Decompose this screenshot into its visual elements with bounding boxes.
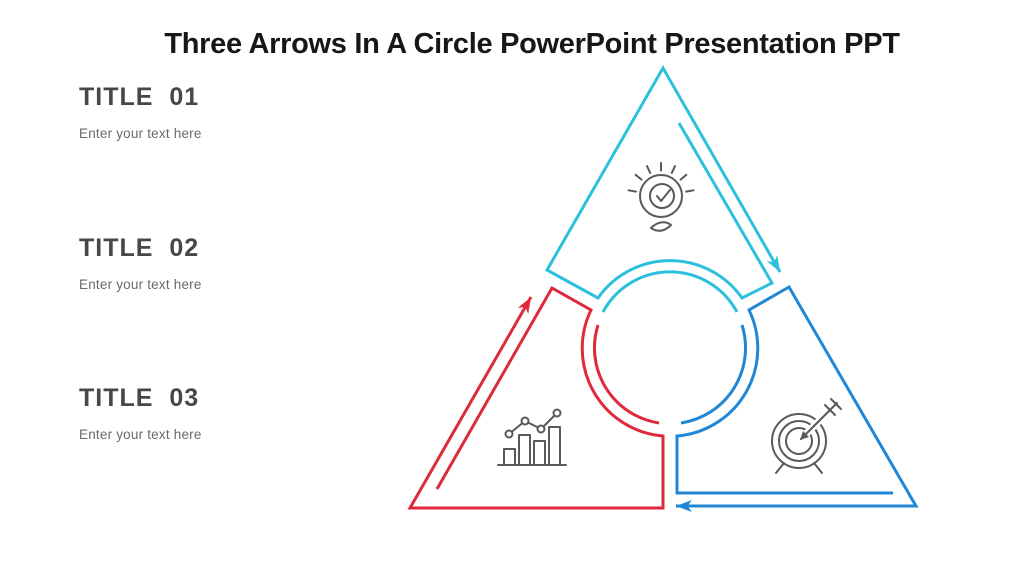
section-1: TITLE 01 Enter your text here <box>79 83 202 141</box>
arrow-segment-top <box>544 64 782 300</box>
arrow-segment-bottom-right <box>675 284 919 512</box>
slide-title: Three Arrows In A Circle PowerPoint Pres… <box>164 28 900 60</box>
center-circle-arc-bottom-right <box>680 324 747 425</box>
center-circle-arc-top <box>601 270 739 313</box>
arrow-segment-bottom-left <box>407 285 665 510</box>
section-1-heading: TITLE 01 <box>79 83 200 111</box>
section-2: TITLE 02 Enter your text here <box>79 234 202 292</box>
section-3: TITLE 03 Enter your text here <box>79 384 202 442</box>
text-placeholder-column: TITLE 01 Enter your text here TITLE 02 E… <box>79 0 339 576</box>
bar-chart-growth-icon <box>497 408 567 466</box>
section-2-body: Enter your text here <box>79 276 202 292</box>
section-1-body: Enter your text here <box>79 125 202 141</box>
section-2-heading: TITLE 02 <box>79 234 200 262</box>
target-arrow-tip <box>800 431 809 440</box>
section-3-body: Enter your text here <box>79 426 202 442</box>
target-arrow-icon <box>771 397 843 474</box>
center-circle-arc-bottom-left <box>593 324 660 425</box>
lightbulb-check-icon <box>627 162 695 232</box>
section-3-heading: TITLE 03 <box>79 384 200 412</box>
